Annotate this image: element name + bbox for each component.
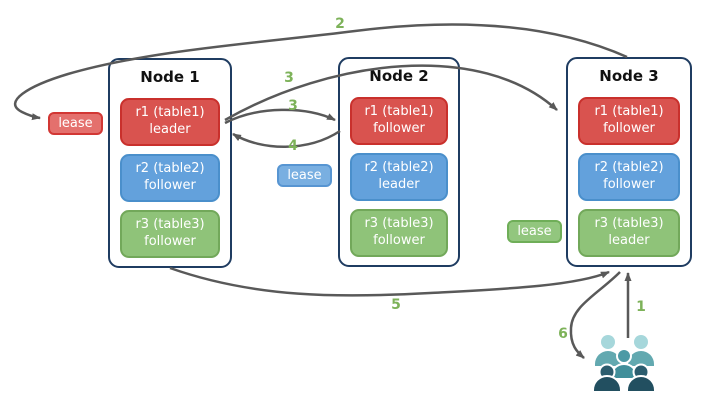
- arrow-step-3-node1-to-node2: [224, 108, 336, 125]
- replica-name: r3 (table3): [364, 216, 434, 232]
- arrow-step-2-node3-to-lease1: [14, 23, 628, 121]
- node-1-replica-r2: r2 (table2) follower: [120, 154, 220, 202]
- replica-name: r2 (table2): [364, 160, 434, 176]
- lease-badge-table2: lease: [277, 164, 332, 187]
- replica-role: follower: [144, 178, 196, 193]
- step-label-5: 5: [391, 297, 401, 313]
- step-label-2: 2: [335, 16, 345, 32]
- replica-role: leader: [608, 233, 650, 248]
- node-2-title: Node 2: [369, 67, 429, 85]
- replica-name: r1 (table1): [594, 104, 664, 120]
- lease-badge-table3: lease: [507, 220, 562, 243]
- node-3-replica-r1: r1 (table1) follower: [578, 97, 680, 145]
- node-3: Node 3 r1 (table1) follower r2 (table2) …: [566, 57, 692, 267]
- node-2-replica-r3: r3 (table3) follower: [350, 209, 448, 257]
- node-3-replica-r3: r3 (table3) leader: [578, 209, 680, 257]
- node-1-title: Node 1: [140, 68, 200, 86]
- arrow-step-5-node1-to-node3: [169, 266, 610, 297]
- step-label-3-upper: 3: [284, 70, 294, 86]
- replica-role: follower: [603, 121, 655, 136]
- replica-name: r2 (table2): [135, 161, 205, 177]
- step-label-3-lower: 3: [288, 98, 298, 114]
- users-group-icon: [592, 335, 656, 393]
- replica-role: leader: [378, 177, 420, 192]
- step-label-1: 1: [636, 299, 646, 315]
- replica-role: follower: [373, 121, 425, 136]
- replica-role: leader: [149, 122, 191, 137]
- replica-role: follower: [603, 177, 655, 192]
- arrow-step-4-node2-to-node1: [232, 129, 341, 148]
- node-2: Node 2 r1 (table1) follower r2 (table2) …: [338, 57, 460, 267]
- node-1-replica-r3: r3 (table3) follower: [120, 210, 220, 258]
- replica-role: follower: [144, 234, 196, 249]
- lease-badge-label: lease: [58, 116, 93, 131]
- node-2-replica-r1: r1 (table1) follower: [350, 97, 448, 145]
- lease-badge-label: lease: [287, 168, 322, 183]
- replica-role: follower: [373, 233, 425, 248]
- replica-name: r3 (table3): [594, 216, 664, 232]
- node-2-replica-r2: r2 (table2) leader: [350, 153, 448, 201]
- lease-badge-table1: lease: [48, 112, 103, 135]
- step-label-4: 4: [288, 138, 298, 154]
- replica-name: r3 (table3): [135, 217, 205, 233]
- node-1: Node 1 r1 (table1) leader r2 (table2) fo…: [108, 58, 232, 268]
- replica-name: r1 (table1): [135, 105, 205, 121]
- node-1-replica-r1: r1 (table1) leader: [120, 98, 220, 146]
- arrow-step-6-node3-to-users: [569, 271, 621, 359]
- step-label-6: 6: [558, 326, 568, 342]
- replica-name: r1 (table1): [364, 104, 434, 120]
- lease-badge-label: lease: [517, 224, 552, 239]
- replica-name: r2 (table2): [594, 160, 664, 176]
- node-3-title: Node 3: [599, 67, 659, 85]
- node-3-replica-r2: r2 (table2) follower: [578, 153, 680, 201]
